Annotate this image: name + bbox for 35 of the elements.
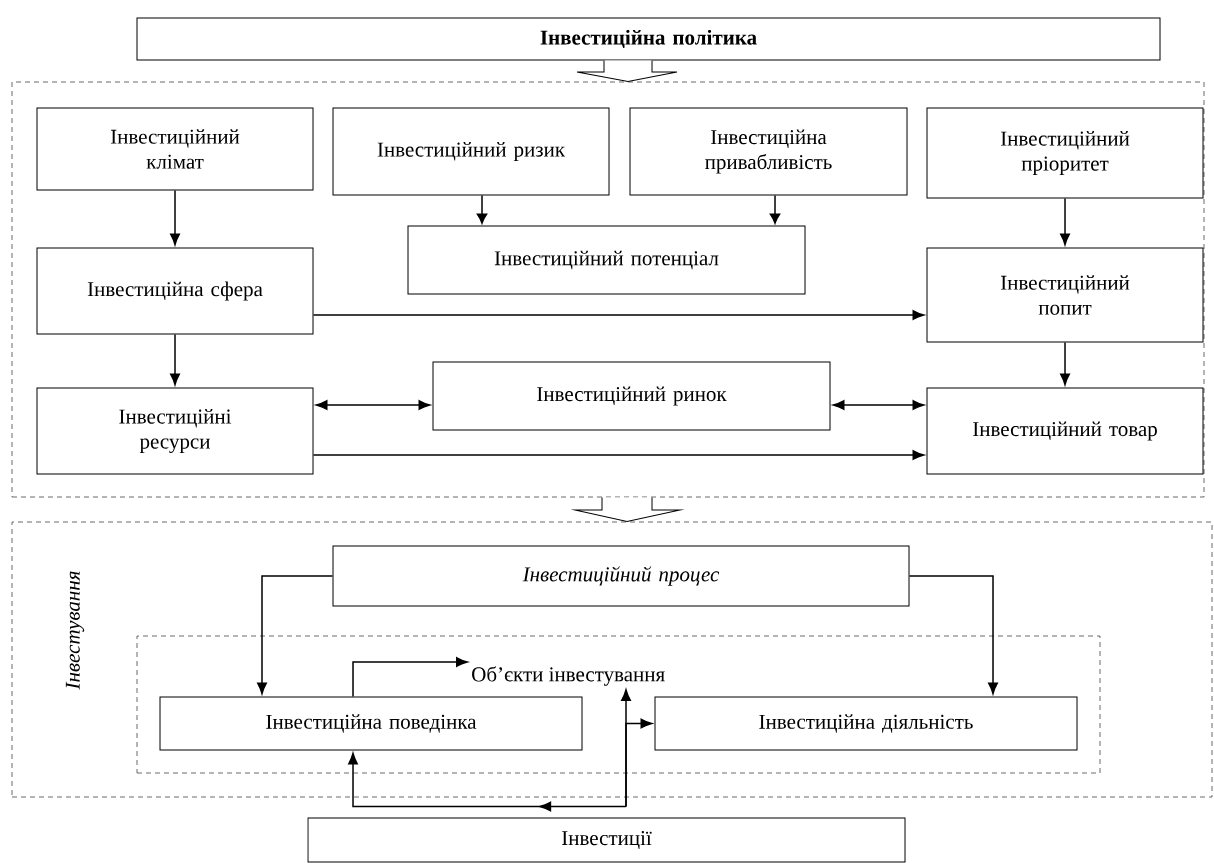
concept-box: Інвестиції bbox=[307, 817, 906, 863]
arrow bbox=[908, 575, 998, 695]
concept-box: Інвестиційні ресурси bbox=[36, 387, 314, 475]
dashed-frame bbox=[11, 81, 1205, 498]
block-arrow bbox=[576, 60, 678, 83]
concept-box: Інвестиційна діяльність bbox=[654, 696, 1078, 751]
arrow bbox=[352, 657, 468, 698]
title-box: Інвестиційна політика bbox=[136, 17, 1161, 61]
concept-box: Інвестиційний ризик bbox=[332, 107, 610, 196]
process-box: Інвестиційний процес bbox=[332, 545, 910, 607]
concept-box: Інвестиційний ринок bbox=[432, 361, 831, 431]
arrow bbox=[257, 575, 334, 695]
dashed-frame bbox=[136, 635, 1101, 774]
concept-box: Інвестиційний попит bbox=[926, 247, 1204, 343]
arrow bbox=[348, 752, 627, 812]
bare-label: Об’єкти інвестування bbox=[472, 666, 665, 686]
concept-box: Інвестиційна привабливість bbox=[629, 107, 908, 196]
arrow bbox=[832, 400, 925, 410]
arrow bbox=[1060, 341, 1070, 386]
concept-box: Інвестиційний клімат bbox=[36, 107, 314, 191]
arrow bbox=[312, 450, 925, 460]
arrow bbox=[315, 400, 431, 410]
arrow bbox=[170, 333, 180, 386]
concept-box: Інвестиційний пріоритет bbox=[926, 107, 1204, 199]
arrow bbox=[625, 718, 653, 808]
concept-box: Інвестиційна поведінка bbox=[159, 696, 583, 751]
arrow bbox=[476, 194, 488, 224]
vertical-label: Інвестування bbox=[65, 571, 85, 690]
concept-box: Інвестиційний потенціал bbox=[407, 225, 806, 295]
arrow bbox=[170, 189, 180, 246]
concept-box: Інвестиційна сфера bbox=[36, 247, 314, 335]
concept-box: Інвестиційний товар bbox=[926, 387, 1204, 475]
arrow bbox=[769, 194, 781, 224]
arrow bbox=[1060, 197, 1070, 246]
arrow bbox=[312, 310, 925, 320]
